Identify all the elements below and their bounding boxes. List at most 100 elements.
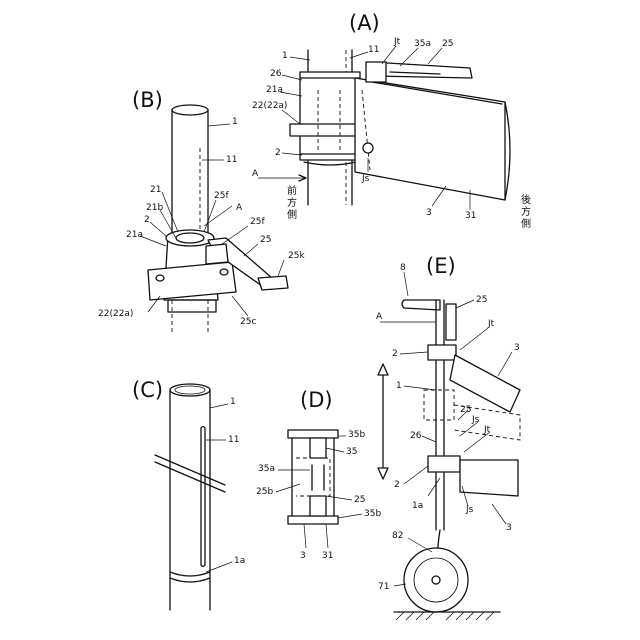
leader-35a — [400, 48, 418, 66]
wheel-hub — [432, 576, 440, 584]
label-b-25f2: 25f — [250, 217, 265, 227]
label-b-22: 22(22a) — [98, 309, 133, 319]
label-c-1a: 1a — [234, 556, 245, 566]
label-e-jt2: Jt — [483, 425, 491, 435]
label-d-35b1: 35b — [348, 430, 365, 440]
lever-grip-25k — [258, 276, 288, 290]
leader-b-25k — [278, 260, 284, 276]
label-d-25: 25 — [354, 495, 365, 505]
leader-b-1 — [208, 124, 230, 126]
leader-c-1 — [210, 404, 228, 408]
frame-3-lower — [460, 460, 518, 496]
mid-bracket-hidden — [424, 390, 454, 420]
label-c-11: 11 — [228, 435, 239, 445]
leader-e-82 — [408, 538, 432, 552]
leader-b-25 — [244, 244, 258, 256]
pipe-b-below — [172, 300, 208, 335]
plate-35b-bottom — [288, 516, 338, 524]
label-a-js: Js — [361, 174, 370, 184]
label-a-3: 3 — [426, 208, 432, 218]
pipe-e — [436, 300, 444, 530]
label-e-js2: Js — [465, 505, 474, 515]
label-b-25f1: 25f — [214, 191, 229, 201]
label-b-21b: 21b — [146, 203, 163, 213]
label-d-35: 35 — [346, 447, 357, 457]
lever-25-e — [446, 304, 456, 340]
bracket-foot — [168, 300, 216, 312]
panel-e-title: (E) — [426, 254, 456, 278]
panel-b: (B) 1 11 21 21b 2 — [98, 88, 305, 335]
bracket-e-lower — [428, 456, 460, 472]
label-b-11: 11 — [226, 155, 237, 165]
panel-d-title: (D) — [300, 388, 333, 412]
label-e-2a: 2 — [392, 349, 398, 359]
leader-e-26 — [422, 436, 436, 442]
panel-a: (A) 1 — [252, 11, 531, 230]
leader-d-35 — [326, 448, 344, 452]
leader-1 — [290, 57, 310, 60]
label-d-25b: 25b — [256, 487, 273, 497]
block-35-low — [310, 496, 326, 516]
leader-e-jt2 — [464, 432, 490, 452]
panel-d: (D) 35b 35 35a 25b 25 35b 3 31 — [256, 388, 381, 561]
leader-e-1a — [428, 478, 440, 496]
label-b-1: 1 — [232, 117, 238, 127]
leader-e-2b — [404, 466, 428, 484]
clamp-22a — [290, 124, 358, 136]
label-e-8: 8 — [400, 263, 406, 273]
label-a-front-1: 方 — [287, 196, 297, 209]
label-e-71: 71 — [378, 582, 389, 592]
pipe-b — [172, 110, 208, 235]
leader-3 — [432, 186, 446, 206]
bracket-b-bore — [176, 233, 204, 243]
leader-e-1 — [404, 386, 436, 390]
pin-js — [363, 143, 373, 153]
label-a-1: 1 — [282, 51, 288, 61]
label-e-js1: Js — [471, 415, 480, 425]
label-d-3: 3 — [300, 551, 306, 561]
label-a-arrow: A — [252, 169, 259, 179]
leader-b-21a — [140, 236, 166, 246]
leader-e-8 — [404, 272, 408, 296]
frame-3-upper — [450, 355, 520, 412]
bolt-hole-1 — [156, 275, 164, 281]
lever-hub-25f — [206, 244, 228, 264]
label-a-jt: Jt — [393, 37, 401, 47]
pin-line-2 — [155, 462, 225, 492]
label-e-3a: 3 — [514, 343, 520, 353]
label-b-arrow: A — [236, 203, 243, 213]
label-b-25k: 25k — [288, 251, 305, 261]
pipe-c-ring — [170, 572, 210, 576]
label-e-1: 1 — [396, 381, 402, 391]
pin-line-1 — [155, 455, 225, 485]
block-hidden — [296, 458, 330, 496]
ground-hatch — [396, 612, 494, 620]
panel-e: (E) — [376, 254, 520, 620]
leader-b-25f2 — [222, 226, 248, 244]
leader-d-25b — [276, 484, 300, 492]
leader-d-25 — [326, 496, 352, 500]
label-e-82: 82 — [392, 531, 403, 541]
label-e-25: 25 — [476, 295, 487, 305]
leader-22 — [282, 110, 300, 124]
label-b-25c: 25c — [240, 317, 256, 327]
label-e-1a: 1a — [412, 501, 423, 511]
label-a-22: 22(22a) — [252, 101, 287, 111]
pipe-c — [170, 390, 210, 610]
lever-hub — [366, 62, 386, 82]
label-a-21a: 21a — [266, 85, 283, 95]
panel-c-title: (C) — [132, 378, 163, 402]
label-e-25b: 25 — [460, 405, 471, 415]
leader-b-25c — [232, 296, 248, 316]
slot-11-c — [201, 427, 205, 567]
handle-8 — [402, 300, 440, 310]
label-a-rear-1: 方 — [521, 205, 531, 218]
label-b-21a: 21a — [126, 230, 143, 240]
label-a-front-2: 側 — [287, 208, 297, 221]
rail-d — [312, 465, 324, 490]
panel-c: (C) 1 11 1a — [132, 378, 245, 610]
bracket-21a — [300, 72, 360, 160]
leader-26 — [282, 75, 302, 80]
leader-e-25 — [456, 300, 474, 308]
label-a-front-0: 前 — [287, 184, 297, 197]
